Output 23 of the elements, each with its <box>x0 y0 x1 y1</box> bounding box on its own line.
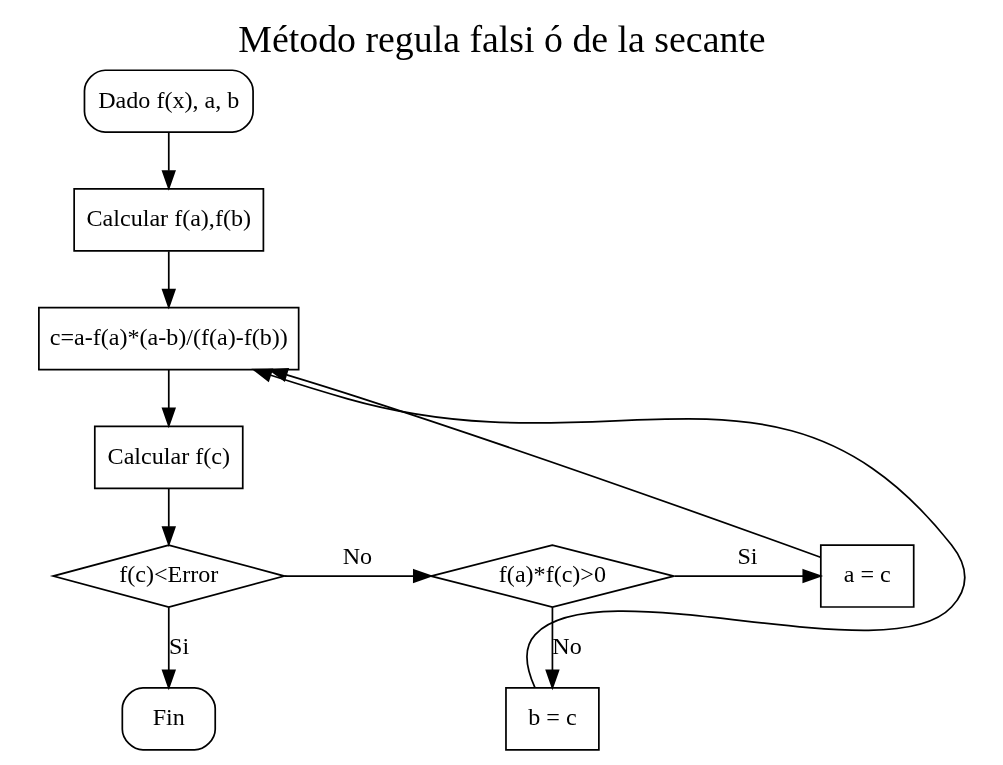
node-box: c=a-f(a)*(a-b)/(f(a)-f(b)) <box>37 306 300 371</box>
edge-label: Si <box>736 543 758 570</box>
node-box: Fin <box>120 687 216 751</box>
arrow <box>161 606 176 691</box>
arrow <box>161 250 176 310</box>
edge-label: No <box>342 543 372 570</box>
node-box: a = c <box>819 544 915 608</box>
edge-label: Si <box>168 632 189 659</box>
arrow <box>250 368 966 689</box>
node-box: Calcular f(a),f(b) <box>72 188 264 252</box>
node-box: b = c <box>504 687 600 751</box>
node-box: Calcular f(c) <box>93 425 244 490</box>
arrow <box>283 568 434 584</box>
arrow <box>544 606 560 691</box>
node-box: Dado f(x), a, b <box>83 69 254 134</box>
edge-label: No <box>551 632 582 659</box>
arrow <box>161 131 176 191</box>
node-diamond: f(a)*f(c)>0 <box>429 544 675 608</box>
arrow <box>672 568 823 584</box>
arrow <box>266 368 821 559</box>
diagram-title: Método regula falsi ó de la secante <box>237 18 766 61</box>
arrow <box>161 369 176 429</box>
arrow <box>161 487 176 547</box>
